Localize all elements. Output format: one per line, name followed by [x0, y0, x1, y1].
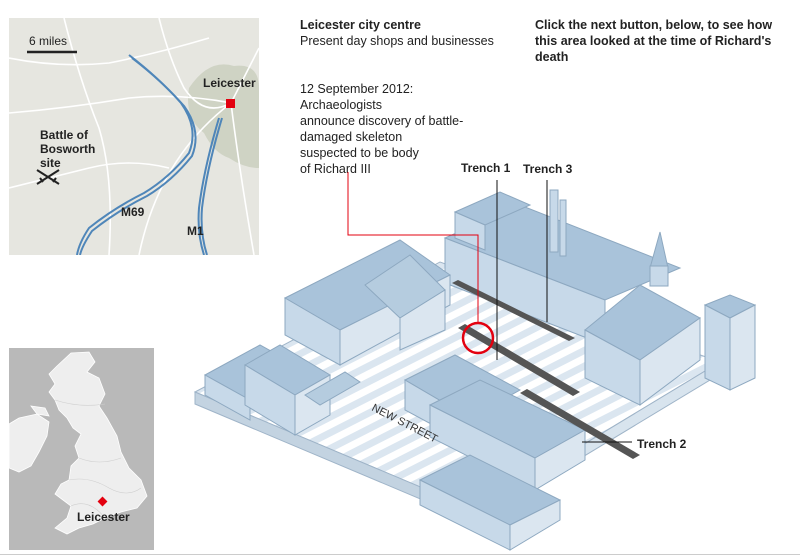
annotation-line-5: of Richard III: [300, 162, 371, 176]
trench-3-label: Trench 3: [523, 162, 573, 176]
centre-building-block: [403, 354, 587, 491]
back-building: [443, 189, 682, 346]
uk-city-label: Leicester: [77, 510, 130, 524]
trench-2-label: Trench 2: [637, 437, 687, 451]
uk-map-graphic: [9, 351, 148, 535]
annotation-date: 12 September 2012:: [300, 82, 414, 96]
page-title: Leicester city centre: [300, 18, 421, 32]
church-building: [584, 231, 701, 406]
skeleton-location-circle: [461, 321, 495, 355]
region-locator-map: 6 miles Leicester Battle of Bosworth sit…: [9, 18, 259, 255]
annotation-line-2: announce discovery of battle-: [300, 114, 464, 128]
right-tower-building: [703, 294, 757, 391]
trench-1-label: Trench 1: [461, 161, 511, 175]
front-buildings: [418, 454, 562, 551]
left-building-cluster: [283, 239, 451, 366]
battle-site-label: Battle of Bosworth site: [40, 128, 96, 170]
scale-label: 6 miles: [29, 34, 68, 48]
trench-callouts: [496, 180, 632, 443]
region-city-label: Leicester: [203, 76, 256, 90]
trench-1-outline: [458, 324, 580, 396]
instruction-text: Click the next button, below, to see how…: [535, 18, 773, 64]
uk-landmass: [9, 351, 148, 535]
discovery-annotation: 12 September 2012: Archaeologists announ…: [300, 81, 480, 177]
battle-swords-icon: [36, 169, 60, 185]
county-borders: [54, 399, 142, 519]
annotation-line-4: suspected to be body: [300, 146, 419, 160]
uk-locator-map: Leicester: [9, 348, 154, 550]
discovery-callout-line: [347, 172, 479, 322]
trench-3-outline: [452, 280, 575, 341]
annotation-line-1: Archaeologists: [300, 98, 382, 112]
motorways: [76, 54, 223, 255]
m69-road-label: M69: [121, 205, 145, 219]
leicester-marker: [226, 99, 235, 108]
bottom-divider: [0, 554, 800, 555]
urban-area: [188, 64, 259, 168]
annotation-line-3: damaged skeleton: [300, 130, 403, 144]
left-foreground-buildings: [203, 344, 361, 436]
region-map-graphic: [9, 18, 259, 255]
m1-road-label: M1: [187, 224, 204, 238]
page-subtitle: Present day shops and businesses: [300, 34, 494, 48]
